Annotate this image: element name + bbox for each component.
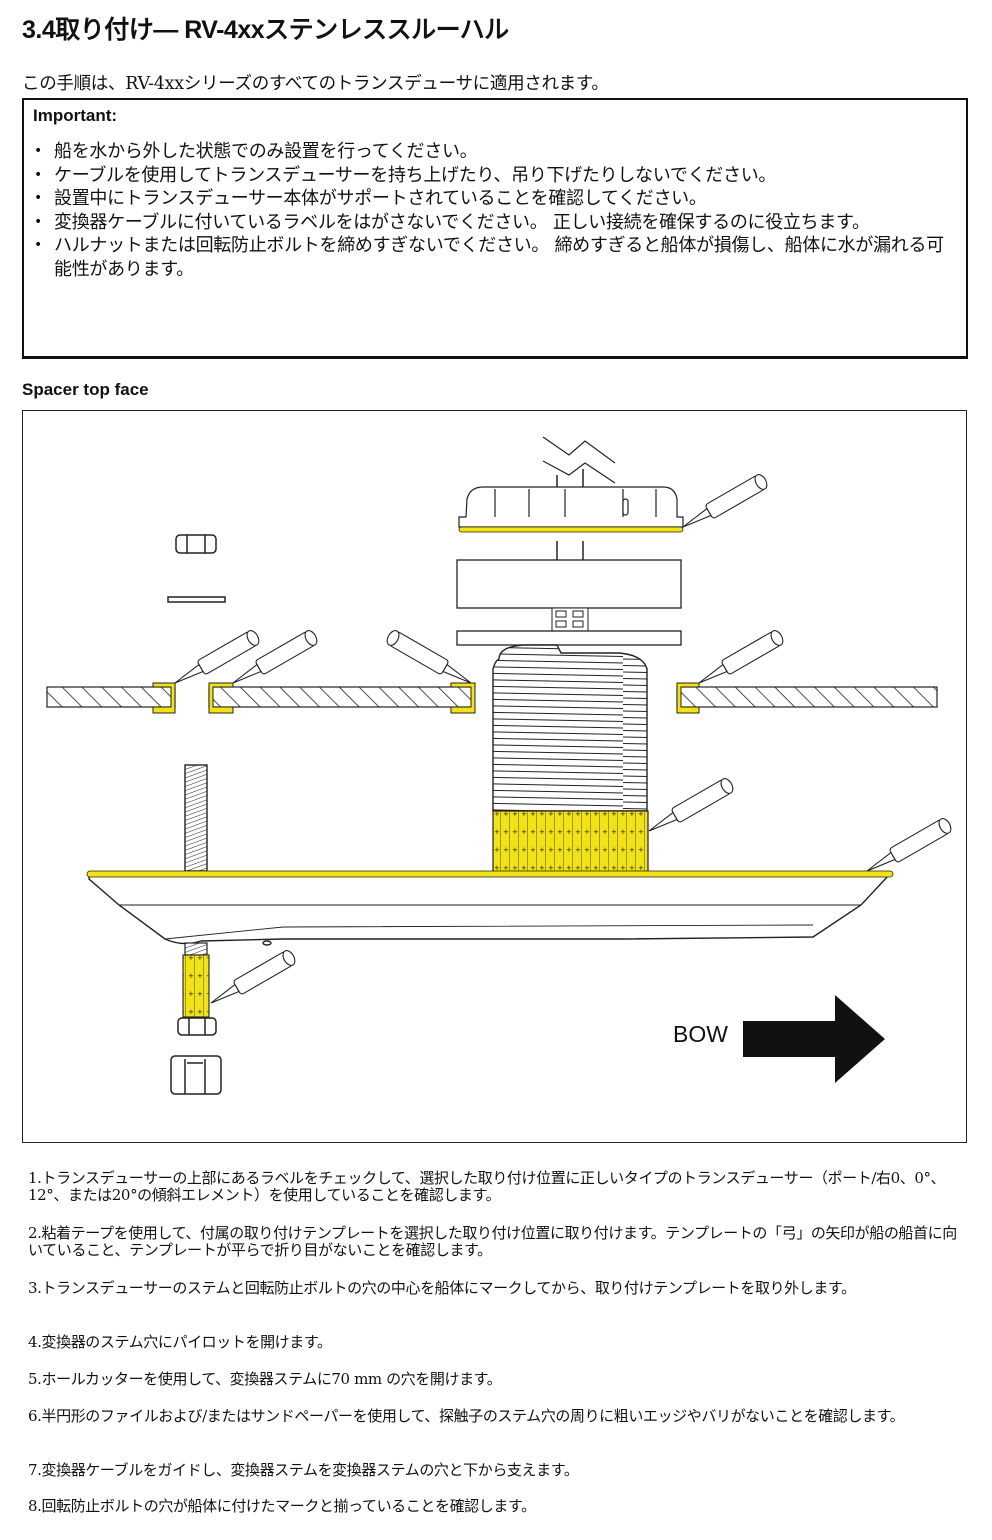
intro-text: この手順は、RV-4xxシリーズのすべてのトランスデューサに適用されます。: [22, 74, 609, 94]
sealant-tube-icon: [866, 818, 952, 872]
sealant-tube-icon: [386, 630, 472, 684]
sealant-tube-icon: [210, 950, 296, 1004]
important-item: •ハルナットまたは回転防止ボルトを締めすぎないでください。 締めすぎると船体が損…: [34, 235, 944, 280]
step-item: 4.変換器のステム穴にパイロットを開けます。: [28, 1333, 332, 1351]
bullet-icon: •: [34, 166, 42, 183]
anti-rotation-washer: [167, 596, 226, 603]
bullet-icon: •: [34, 213, 42, 230]
important-item: •変換器ケーブルに付いているラベルをはがさないでください。 正しい接続を確保する…: [34, 211, 870, 233]
anti-rotation-bolt: [184, 764, 208, 872]
transducer-housing: [88, 874, 891, 946]
page-title: 3.4取り付け— RV-4xxステンレススルーハル: [22, 16, 509, 44]
diagram-svg: +: [46, 436, 952, 1095]
bullet-icon: •: [34, 237, 42, 253]
step-item: 2.粘着テープを使用して、付属の取り付けテンプレートを選択した取り付け位置に取り…: [28, 1224, 957, 1259]
important-item: •設置中にトランスデューサー本体がサポートされていることを確認してください。: [34, 188, 707, 209]
bullet-icon: •: [34, 143, 42, 159]
hull-section-left: [46, 682, 176, 714]
hull-section-right: [676, 682, 938, 714]
hull-section-middle: [208, 682, 476, 714]
transducer-stem: [492, 644, 649, 874]
step-item: 6.半円形のファイルおよび/またはサンドペーパーを使用して、探触子のステム穴の周…: [28, 1407, 905, 1425]
installation-diagram: +: [22, 410, 967, 1143]
important-label: Important:: [33, 106, 118, 125]
flange-sealant-bead: [86, 870, 894, 878]
sealant-tube-icon: [174, 630, 260, 684]
sealant-tube-icon: [698, 630, 784, 684]
bullet-icon: •: [34, 190, 42, 206]
step-item: 3.トランスデューサーのステムと回転防止ボルトの穴の中心を船体にマークしてから、…: [28, 1279, 856, 1297]
hull-nut: [456, 559, 682, 609]
anti-rotation-bolt-lower: [184, 942, 208, 956]
sealant-tube-icon: [232, 630, 318, 684]
sealant-tube-icons: [174, 474, 952, 1004]
important-item: •ケーブルを使用してトランスデューサーを持ち上げたり、吊り下げたりしないでくださ…: [34, 164, 777, 186]
sealant-tube-icon: [648, 778, 734, 832]
step-item: 1.トランスデューサーの上部にあるラベルをチェックして、選択した取り付け位置に正…: [28, 1169, 946, 1204]
washer: [456, 630, 682, 646]
important-notice-box: Important: •船を水から外した状態でのみ設置を行ってください。 •ケー…: [22, 98, 968, 359]
bolt-sealant: [182, 954, 210, 1018]
bolt-head: [177, 1017, 217, 1036]
cable-break-symbol: [542, 436, 616, 484]
important-item: •船を水から外した状態でのみ設置を行ってください。: [34, 141, 478, 162]
cap-nut: [458, 486, 684, 528]
bow-label: BOW: [673, 1021, 728, 1047]
important-list: •船を水から外した状態でのみ設置を行ってください。 •ケーブルを使用してトランス…: [30, 140, 950, 281]
anti-rotation-nut: [175, 534, 217, 554]
step-item: 8.回転防止ボルトの穴が船体に付けたマークと揃っていることを確認します。: [28, 1497, 536, 1515]
figure-caption: Spacer top face: [22, 380, 149, 399]
step-item: 5.ホールカッターを使用して、変換器ステムに70 mm の穴を開けます。: [28, 1370, 502, 1388]
cap-nut-lower: [170, 1055, 222, 1095]
cap-sealant-bead: [458, 526, 684, 533]
step-item: 7.変換器ケーブルをガイドし、変換器ステムを変換器ステムの穴と下から支えます。: [28, 1461, 579, 1479]
sealant-tube-icon: [682, 474, 768, 528]
stem-segment: [551, 607, 589, 632]
bow-arrow-icon: [743, 995, 885, 1083]
